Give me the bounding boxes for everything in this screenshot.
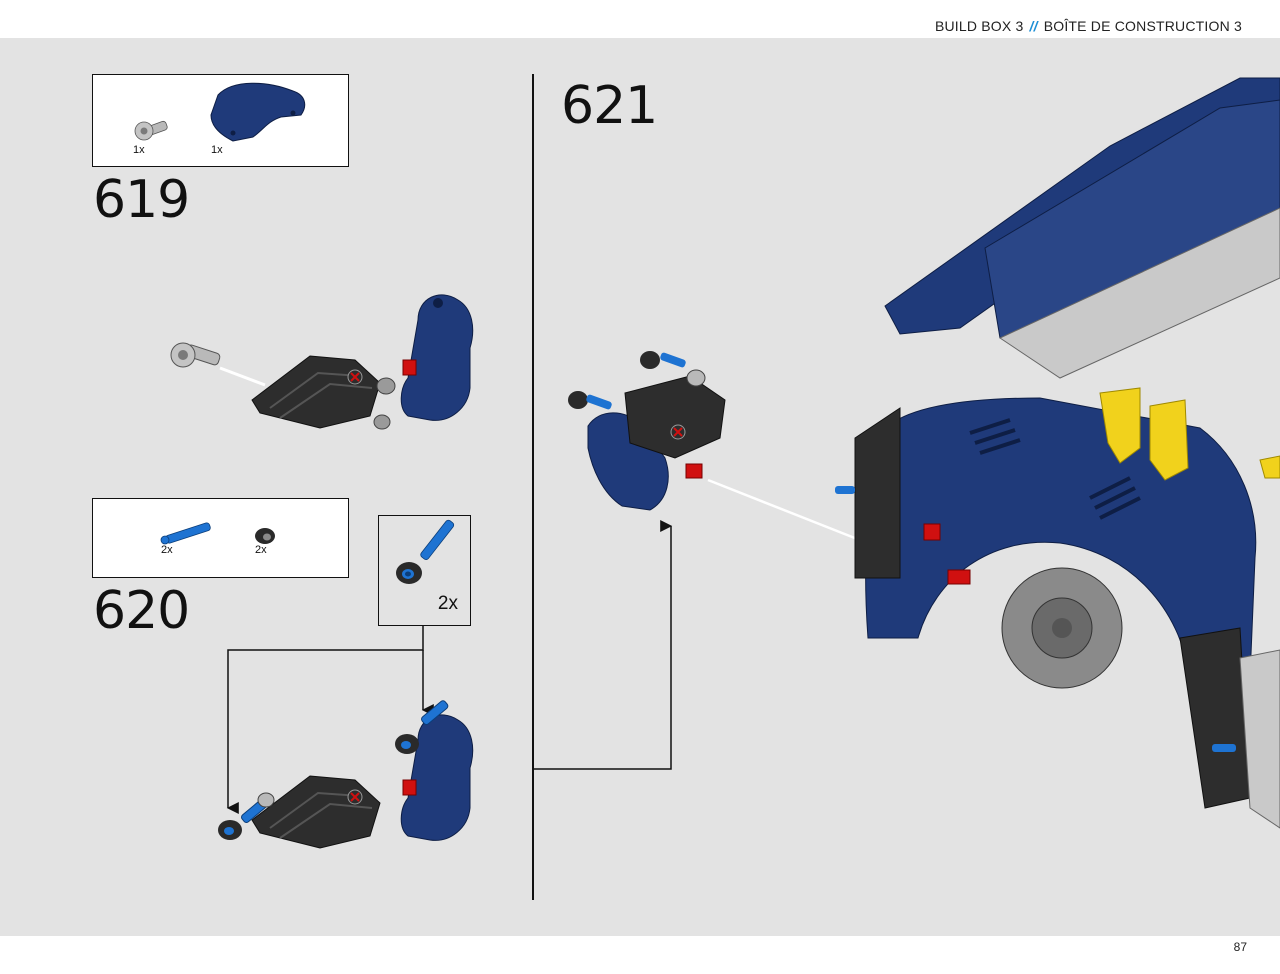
subassembly-callout: 2x: [378, 515, 471, 626]
column-divider: [532, 74, 534, 900]
header-title-fr: BOÎTE DE CONSTRUCTION 3: [1043, 18, 1242, 34]
page-number: 87: [1233, 940, 1247, 954]
car-model-assembly: [835, 77, 1280, 829]
step-621-subassembly: [568, 351, 881, 550]
step-619-assembly: [170, 294, 474, 430]
instruction-canvas: 1x 1x 619 2x 2x 620 2x: [0, 38, 1280, 936]
step-number-619: 619: [93, 170, 190, 230]
page-footer: 87: [0, 936, 1280, 974]
axle-pin-with-bush-icon: [396, 519, 455, 584]
page-header: BUILD BOX 3 // BOÎTE DE CONSTRUCTION 3: [0, 0, 1280, 38]
header-separator: //: [1029, 18, 1038, 34]
parts-box-619: 1x 1x: [92, 74, 349, 167]
build-illustration: [170, 77, 1280, 849]
step-number-621: 621: [561, 76, 658, 136]
part-qty: 1x: [133, 144, 145, 156]
assembly-arrow: [707, 478, 881, 550]
part-qty: 2x: [161, 544, 173, 556]
part-qty: 1x: [211, 144, 223, 156]
part-qty: 2x: [255, 544, 267, 556]
blue-axle-pin-icon: [160, 522, 211, 545]
assembly-arrow: [219, 366, 266, 387]
callout-qty: 2x: [437, 593, 458, 614]
step-number-620: 620: [93, 581, 190, 641]
header-title: BUILD BOX 3 // BOÎTE DE CONSTRUCTION 3: [935, 18, 1242, 34]
step-620-assembly: [218, 626, 474, 849]
step-621-leader: [533, 520, 673, 770]
parts-box-620: 2x 2x: [92, 498, 349, 578]
gray-pin-connector-icon: [170, 342, 221, 368]
blue-curved-panel-icon: [210, 82, 306, 142]
header-title-en: BUILD BOX 3: [934, 18, 1024, 34]
black-bush-icon: [255, 528, 275, 544]
gray-pin-connector-icon: [134, 120, 168, 141]
